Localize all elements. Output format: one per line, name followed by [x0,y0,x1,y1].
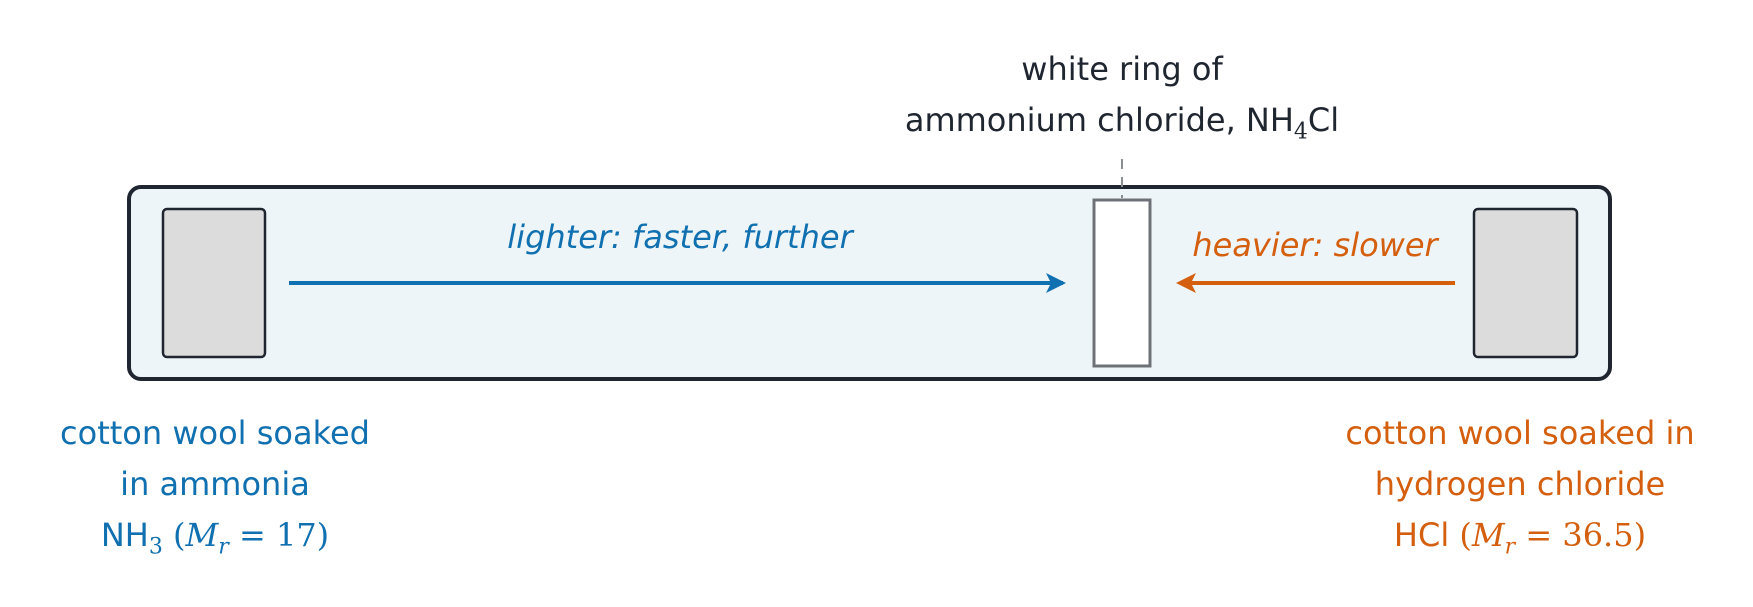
cotton-wool-hcl [1472,207,1579,359]
ammonia-mr-value: = 17 [238,516,317,554]
hcl-arrowhead [1176,273,1196,293]
ring-label-line2: ammonium chloride, NH4Cl [872,95,1372,146]
ring-label-suffix: Cl [1307,101,1340,139]
ammonia-formula-subscript: 3 [148,534,163,560]
ammonia-mr-symbol: M [185,516,219,554]
hcl-formula-line: HCl (Mr = 36.5) [1393,516,1647,560]
ammonia-mr-subscript: r [218,534,229,560]
ammonia-formula-line: NH3 (Mr = 17) [100,516,330,560]
ammonia-label-line2: in ammonia [120,465,310,503]
hcl-mr-subscript: r [1504,534,1516,560]
hcl-arrow-label: heavier: slower [1192,226,1438,264]
hcl-mr-symbol: M [1471,516,1505,554]
hcl-mr-value: = 36.5 [1525,516,1634,554]
ring-label-text: ammonium chloride, NH [904,101,1294,139]
ring-label-subscript: 4 [1293,119,1308,145]
ammonia-label: cotton wool soaked in ammonia NH3 (Mr = … [30,408,400,561]
ring-label-line1: white ring of [1021,50,1223,88]
ammonia-label-line1: cotton wool soaked [60,414,370,452]
cotton-wool-ammonia [161,207,267,359]
hcl-label-line1: cotton wool soaked in [1345,414,1695,452]
ammonia-arrow-label: lighter: faster, further [507,218,853,256]
ring-label: white ring of ammonium chloride, NH4Cl [872,44,1372,146]
hcl-label: cotton wool soaked in hydrogen chloride … [1325,408,1715,561]
white-ring [1092,198,1152,368]
hcl-formula: HCl [1393,516,1450,554]
ammonia-arrowhead [1046,273,1066,293]
ammonia-formula: NH [100,516,149,554]
hcl-label-line2: hydrogen chloride [1374,465,1666,503]
